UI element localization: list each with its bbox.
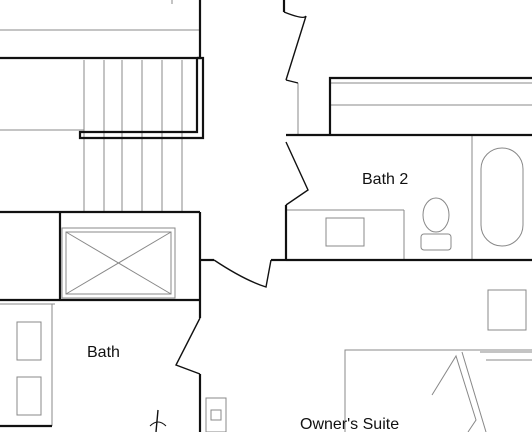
nightstand [487,289,527,331]
door-swing-bath [175,317,201,375]
door-swing-top [283,11,307,81]
room-label-bath-2: Bath 2 [362,171,408,188]
room-label-owners-suite: Owner's Suite [300,416,399,432]
staircase [0,60,183,212]
doors [149,11,309,432]
toilet [420,197,452,251]
door-swing-hall [213,259,272,288]
bed [344,349,532,432]
bath2-sink [325,217,365,247]
room-label-bath: Bath [87,344,120,361]
door-swing-bath2 [285,141,309,206]
bath-sink-1 [16,321,42,361]
shower [61,227,176,299]
door-swing-closet [285,79,299,84]
bathtub [480,147,524,247]
bath-sink-2 [16,376,42,416]
door-swing-bath-lower [155,409,159,432]
